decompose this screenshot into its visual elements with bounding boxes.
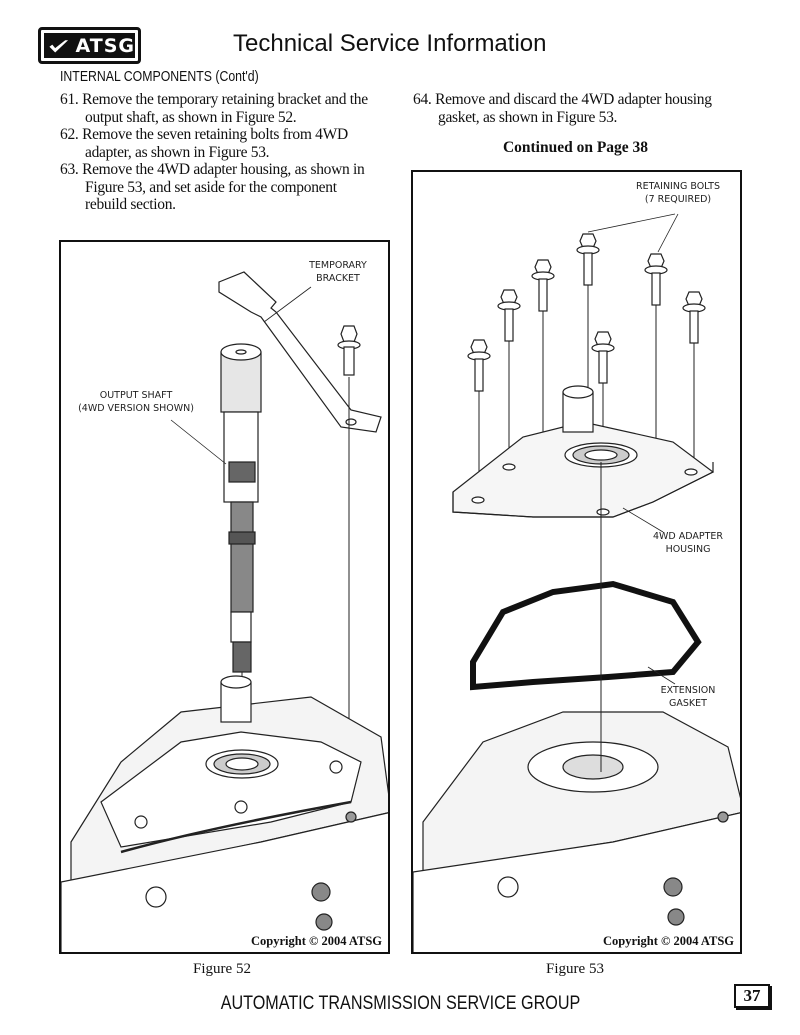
extension-gasket [470,580,702,691]
steps-left-column: 61. Remove the temporary retaining brack… [60,91,370,214]
transmission-case [61,675,388,952]
retaining-bolt [644,253,668,442]
step-63: 63. Remove the 4WD adapter housing, as s… [60,161,365,213]
callout-temporary-bracket: TEMPORARY BRACKET [309,260,367,284]
temporary-bracket [218,271,382,433]
figure-53: RETAINING BOLTS (7 REQUIRED) 4WD ADAPTER… [411,170,742,954]
figure-53-illustration [413,213,740,952]
figure-52-illustration [61,271,388,952]
page-number: 37 [734,984,770,1008]
callout-output-shaft: OUTPUT SHAFT (4WD VERSION SHOWN) [78,390,194,414]
checkmark-icon [49,39,69,52]
retaining-bolt [497,289,521,467]
figure-52-copyright: Copyright © 2004 ATSG [248,934,382,949]
retaining-bolt [682,291,706,472]
figure-53-caption: Figure 53 [546,961,604,977]
output-shaft [220,343,262,767]
footer-org: AUTOMATIC TRANSMISSION SERVICE GROUP [220,993,580,1014]
figure-52-caption: Figure 52 [193,961,251,977]
logo-text: ATSG [75,34,135,57]
callout-adapter-housing: 4WD ADAPTER HOUSING [652,531,724,555]
step-62: 62. Remove the seven retaining bolts fro… [60,126,348,161]
steps-right-column: 64. Remove and discard the 4WD adapter h… [413,91,753,126]
step-64: 64. Remove and discard the 4WD adapter h… [413,91,712,126]
transmission-case [413,711,740,952]
4wd-adapter-housing [452,385,715,518]
step-61: 61. Remove the temporary retaining brack… [60,91,368,126]
retaining-bolt [531,259,555,442]
figure-52: TEMPORARY BRACKET OUTPUT SHAFT (4WD VERS… [59,240,390,954]
section-heading: INTERNAL COMPONENTS (Cont'd) [60,68,259,85]
callout-retaining-bolts: RETAINING BOLTS (7 REQUIRED) [635,181,720,205]
callout-extension-gasket: EXTENSION GASKET [660,685,716,709]
figure-53-copyright: Copyright © 2004 ATSG [600,934,734,949]
atsg-logo: ATSG [38,27,141,64]
continued-note: Continued on Page 38 [502,139,649,156]
page-title: Technical Service Information [233,30,547,57]
